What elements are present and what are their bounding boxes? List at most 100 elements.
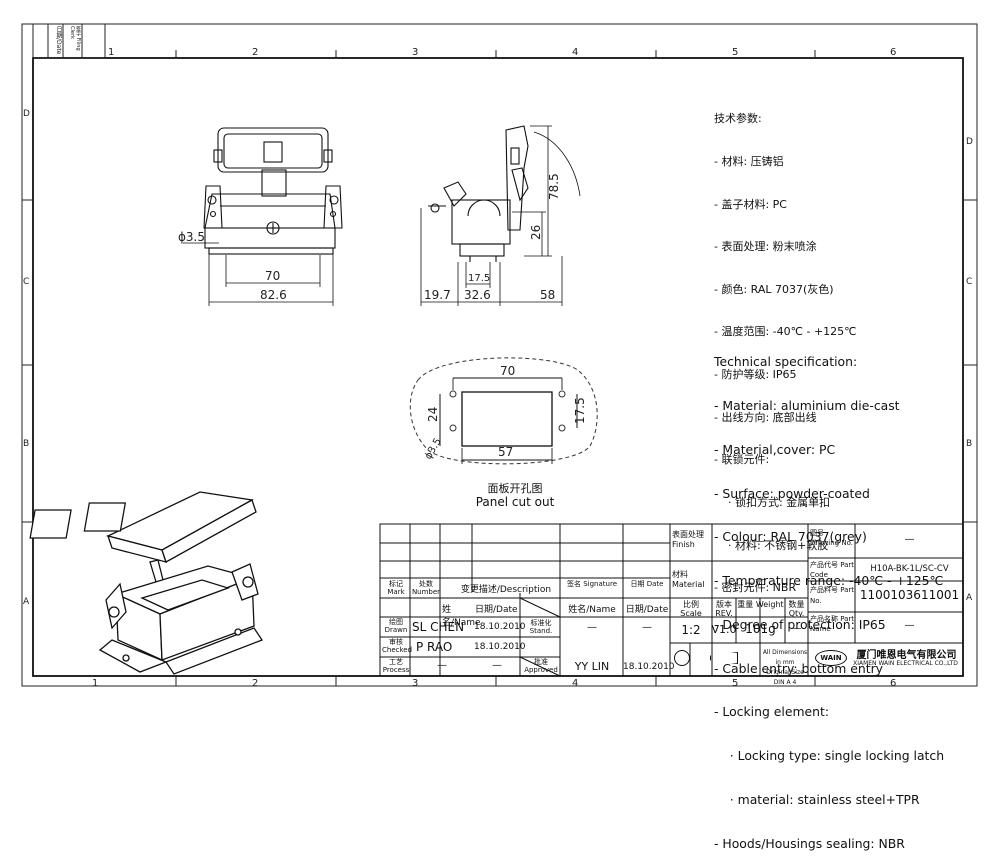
drawn-name: SL CHEN xyxy=(412,620,465,634)
cutout-70: 70 xyxy=(500,364,515,378)
finish-value: — xyxy=(755,536,765,547)
drawing-no-label: 图号 Drawing No. xyxy=(810,529,853,547)
spec-cn-line: · 锁扣方式: 金属单扣 xyxy=(714,495,831,509)
dim-note-2: Original Size DIN A 4 xyxy=(766,669,804,686)
front-view xyxy=(203,127,343,255)
dim-70: 70 xyxy=(265,269,280,283)
row-label: C xyxy=(966,277,972,287)
dim-32: 32.6 xyxy=(464,288,491,302)
company-en: XIAMEN WAIN ELECTRICAL CO.,LTD xyxy=(853,660,958,667)
projection-cone-icon xyxy=(710,652,738,664)
process-date: — xyxy=(492,660,502,671)
col-label: 1 xyxy=(108,47,114,58)
spec-en-line: - Locking element: xyxy=(714,704,830,720)
row-label: A xyxy=(23,597,30,607)
spec-cn-line: - 密封元件: NBR xyxy=(714,581,797,595)
row-label: B xyxy=(966,439,972,449)
front-dimensions xyxy=(183,242,334,306)
col-label: 3 xyxy=(412,47,418,58)
spec-en-line: - Surface: powder-coated xyxy=(714,485,870,501)
scale-label: 比例 Scale xyxy=(680,600,702,618)
part-code-label: 产品代号 Part Code xyxy=(810,561,855,579)
col-label: 4 xyxy=(572,47,578,58)
process-label: 工艺 Process xyxy=(382,658,410,674)
stand-sign: — xyxy=(587,622,597,633)
drawn-label: 绘图 Drawn xyxy=(384,618,408,634)
spec-en-line: Technical specification: xyxy=(714,354,858,370)
material-value: — xyxy=(755,574,765,585)
row-label: B xyxy=(23,439,29,449)
col-label: 6 xyxy=(890,678,896,689)
stand-name-header: 姓名/Name xyxy=(568,605,616,615)
qty-label: 数量 Qty. xyxy=(788,600,805,618)
dim-26: 26 xyxy=(529,225,543,240)
drawing-no-value: — xyxy=(904,534,915,545)
spec-cn-line: - 材料: 压铸铝 xyxy=(714,155,784,169)
spec-en-line: - Material,cover: PC xyxy=(714,441,836,457)
stamp-check-label: 签字 Filing Clerk xyxy=(69,26,81,51)
filing-stamp: 日期/Date xyxy=(32,23,106,59)
spec-cn: 技术参数: - 材料: 压铸铝 - 盖子材料: PC - 表面处理: 粉末喷涂 … xyxy=(714,84,857,610)
spec-cn-line: - 出线方向: 底部出线 xyxy=(714,410,817,424)
dim-dia: ϕ3.5 xyxy=(178,230,205,244)
rev-value: V1.0 xyxy=(711,623,737,636)
side-dimension-labels: 78.5 26 17.5 19.7 32.6 58 xyxy=(424,173,561,302)
col-label: 4 xyxy=(572,678,578,689)
dim-58: 58 xyxy=(540,288,555,302)
cutout-57: 57 xyxy=(498,445,513,459)
col-label: 5 xyxy=(732,678,738,689)
title-block-grid xyxy=(379,523,964,677)
spec-cn-line: · 材料: 不锈钢+软胶 xyxy=(714,538,829,552)
approved-label: 批准 Approved xyxy=(524,658,558,674)
side-view xyxy=(428,125,529,262)
company-cn: 厦门唯恩电气有限公司 xyxy=(856,650,957,661)
technical-drawing: 日期/Date 1 2 3 4 5 6 1 2 3 4 5 6 D C B A … xyxy=(21,23,978,689)
panel-cutout xyxy=(409,357,598,465)
finish-label: 表面处理 Finish xyxy=(672,530,704,549)
col-label: 2 xyxy=(252,678,258,689)
wain-logo: WAIN xyxy=(815,650,847,666)
spec-en-line: - Degree of protection: IP65 xyxy=(714,616,886,632)
outer-frame xyxy=(21,23,978,687)
side-dimensions xyxy=(420,125,581,306)
title-block: 标记 Mark 处数 Number 变更描述/Description 签名 Si… xyxy=(382,529,960,688)
part-no-value: 1100103611001 xyxy=(859,588,960,602)
row-label: D xyxy=(23,109,30,119)
row-label: D xyxy=(966,137,973,147)
qty-value: — xyxy=(791,623,802,634)
row-label: A xyxy=(966,593,973,603)
name-header: 姓名/Name xyxy=(442,605,481,628)
spec-en-line: - Hoods/Housings sealing: NBR xyxy=(714,835,905,851)
cutout-17: 17.5 xyxy=(573,397,587,424)
stand-date-header: 日期/Date xyxy=(625,605,669,615)
spec-cn-line: - 表面处理: 粉末喷涂 xyxy=(714,240,817,254)
dim-19: 19.7 xyxy=(424,288,451,302)
zone-ticks xyxy=(22,50,977,686)
drawn-date: 18.10.2010 xyxy=(474,622,526,632)
rev-label: 版本 REV. xyxy=(715,600,733,618)
date-header: 日期/Date xyxy=(475,605,518,615)
spec-en-line: · Locking type: single locking latch xyxy=(714,748,945,764)
col-label: 3 xyxy=(412,678,418,689)
dim-78: 78.5 xyxy=(547,173,561,200)
material-label: 材料 Material xyxy=(672,570,705,589)
cutout-24: 24 xyxy=(426,407,440,422)
cutout-title-en: Panel cut out xyxy=(475,495,555,509)
spec-cn-line: - 防护等级: IP65 xyxy=(714,368,797,382)
col-label: 1 xyxy=(92,678,98,689)
spec-en-line: - Colour: RAL 7037(grey) xyxy=(714,529,867,545)
scale-value: 1:2 xyxy=(681,623,701,637)
dim-note: All Dimensions in mm Original Size DIN A… xyxy=(761,648,809,688)
hdr-number: 处数 Number xyxy=(411,580,441,596)
part-code-value: H10A-BK-1L/SC-CV xyxy=(870,564,949,574)
iso-view xyxy=(29,491,263,675)
part-name-value: — xyxy=(904,620,915,631)
projection-symbol-icon xyxy=(674,650,690,666)
spec-cn-line: - 盖子材料: PC xyxy=(714,197,787,211)
cutout-title-cn: 面板开孔图 xyxy=(487,482,543,495)
weight-value: 101g xyxy=(745,622,776,636)
approved-name: YY LIN xyxy=(574,660,610,673)
part-name-label: 产品名称 Part Name xyxy=(810,615,855,633)
spec-cn-line: - 颜色: RAL 7037(灰色) xyxy=(714,282,834,296)
hdr-signature: 签名 Signature xyxy=(567,580,617,588)
